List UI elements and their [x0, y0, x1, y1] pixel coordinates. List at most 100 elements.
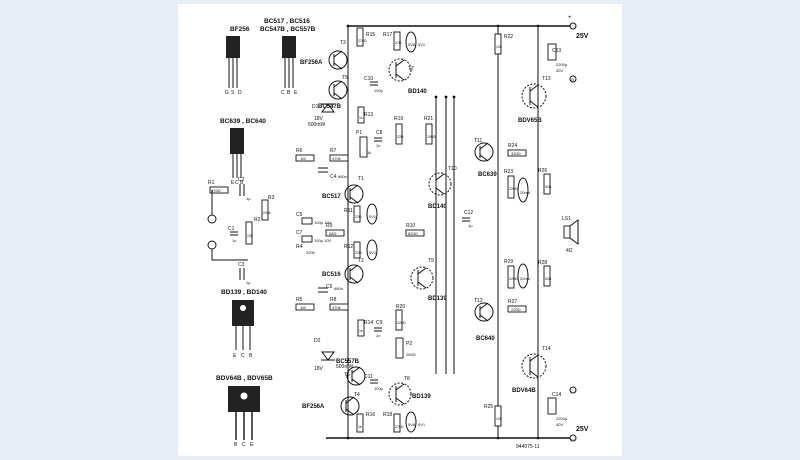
p2-val: 250Ω — [406, 352, 416, 357]
pin-bc639-e: E — [231, 180, 235, 186]
d1-val: 18V — [314, 116, 324, 122]
pin-bc639-c: C — [235, 180, 239, 186]
package-bdv64: BDV64B , BDV65B B C E — [216, 375, 273, 448]
transistor-t5: T5 BC547B — [318, 75, 348, 110]
t1-part: BC517 — [322, 194, 341, 200]
t2-ref: T2 — [358, 258, 364, 264]
r22-label: R22 — [504, 34, 513, 40]
transistor-t2: T2 BC516 — [322, 258, 364, 284]
c14-val: 2200µ — [556, 416, 568, 421]
r25-label: R25 — [484, 404, 493, 410]
transistor-t14: T14 BDV64B — [512, 346, 551, 394]
label-bc547: BC547B , BC557B — [260, 26, 316, 33]
transistor-t8: T8 BD139 — [388, 376, 431, 406]
t8-part: BD139 — [412, 394, 431, 400]
t7-ref: T7 — [408, 66, 414, 72]
pin-bc5xx-b: B — [287, 90, 291, 96]
c2-label: C2 — [238, 177, 245, 183]
r1-label: R1 — [208, 180, 215, 186]
v6-top: 0V6 — [408, 42, 416, 47]
pin-bf256-g: G — [225, 90, 229, 96]
r29-val: 220Ω — [509, 277, 518, 281]
p1-val: 1k — [367, 150, 371, 155]
t2-part: BC516 — [322, 272, 341, 278]
transistor-t11: T11 BC639 — [474, 138, 497, 178]
pin-bc639-b: B — [240, 180, 244, 186]
c3-val: 1µ — [246, 280, 251, 285]
r26-val: 0Ω1 — [545, 185, 552, 189]
c6-label: C6 — [326, 284, 333, 290]
r13-label: R13 — [364, 112, 373, 118]
c11-label: C11 — [364, 374, 373, 380]
c9-label: C9 — [376, 320, 383, 326]
r6-val: 1M — [300, 156, 306, 161]
r26-label: R26 — [538, 168, 547, 174]
t13-ref: T13 — [542, 76, 551, 82]
package-bd139: BD139 , BD140 E C B — [221, 289, 267, 359]
t8-ref: T8 — [404, 376, 410, 382]
r9-label: R9 — [326, 223, 333, 229]
pin-bdv64-c: C — [242, 442, 246, 448]
r27-val: 220Ω — [511, 307, 521, 312]
positive-rail: + 25V ⊖ — [348, 15, 589, 83]
r24-val: 330Ω — [511, 151, 521, 156]
r7-val: 470k — [332, 156, 341, 161]
transistor-t4: T4 BF256A — [302, 392, 360, 416]
r20-val: 220Ω — [397, 321, 406, 325]
mv-bot: 20mV — [520, 276, 531, 281]
r21-val: 100Ω — [427, 135, 436, 139]
t6-ref: T6 — [344, 372, 350, 378]
r1-val: 470Ω — [211, 188, 221, 193]
r9-val: 68Ω — [329, 231, 336, 236]
r17-val: 27Ω — [395, 41, 402, 45]
t3-part: BF256A — [300, 60, 323, 66]
r5-label: R5 — [296, 297, 303, 303]
c8-val: 1n — [376, 143, 380, 148]
transistor-t7: T7 BD140 — [388, 58, 427, 95]
transistor-t3: T3 BF256A — [300, 40, 348, 70]
pin-bc5xx-e: E — [294, 90, 298, 96]
r8-val: 470k — [332, 305, 341, 310]
c13-volt: 40V — [556, 68, 563, 73]
r14-val: 1k — [359, 329, 363, 333]
pin-bc5xx-c: C — [281, 90, 285, 96]
t4-ref: T4 — [354, 392, 360, 398]
t3-ref: T3 — [340, 40, 346, 46]
c10-label: C10 — [364, 76, 373, 82]
pin-bd139-b: B — [249, 353, 253, 359]
transistor-t6: T6 BC557B — [336, 359, 366, 386]
pos-node-sign: + — [568, 15, 572, 21]
c3-label: C3 — [238, 262, 245, 268]
v3-label: 0V1 — [369, 250, 377, 255]
c9-val: 1n — [376, 333, 380, 338]
r4-val: 220k — [306, 250, 315, 255]
c4-val: 680n — [338, 174, 347, 179]
zener-d2: D2 18V 500mW — [314, 338, 354, 372]
t6-part: BC557B — [336, 359, 360, 365]
t9-part: BD139 — [428, 296, 447, 302]
d2-val: 18V — [314, 366, 324, 372]
r4-label: R4 — [296, 244, 303, 250]
c7-val: 100µ 10V — [314, 238, 332, 243]
r14-label: R14 — [364, 320, 373, 326]
r18-label: R18 — [383, 412, 392, 418]
r10-val: 820Ω — [408, 231, 418, 236]
pin-bf256-d: D — [238, 90, 242, 96]
t14-part: BDV64B — [512, 388, 536, 394]
r5-val: 1M — [300, 305, 306, 310]
c10-val: 100p — [374, 88, 384, 93]
r23-val: 220Ω — [509, 187, 518, 191]
r3-label: R3 — [268, 195, 275, 201]
r2-label: R2 — [254, 217, 261, 223]
schematic-diagram: BF256 G S D BC517 , BC516 BC547B , BC557… — [207, 15, 589, 450]
figure-number: 944075-11 — [516, 444, 540, 450]
r29-label: R29 — [504, 259, 513, 265]
c12-val: 1µ — [468, 223, 473, 228]
label-bd139: BD139 , BD140 — [221, 289, 267, 296]
t11-ref: T11 — [474, 138, 482, 144]
r6-label: R6 — [296, 148, 303, 154]
r10-label: R10 — [406, 223, 415, 229]
t12-part: BC640 — [476, 336, 495, 342]
c7-label: C7 — [296, 230, 303, 236]
c1-label: C1 — [228, 226, 235, 232]
